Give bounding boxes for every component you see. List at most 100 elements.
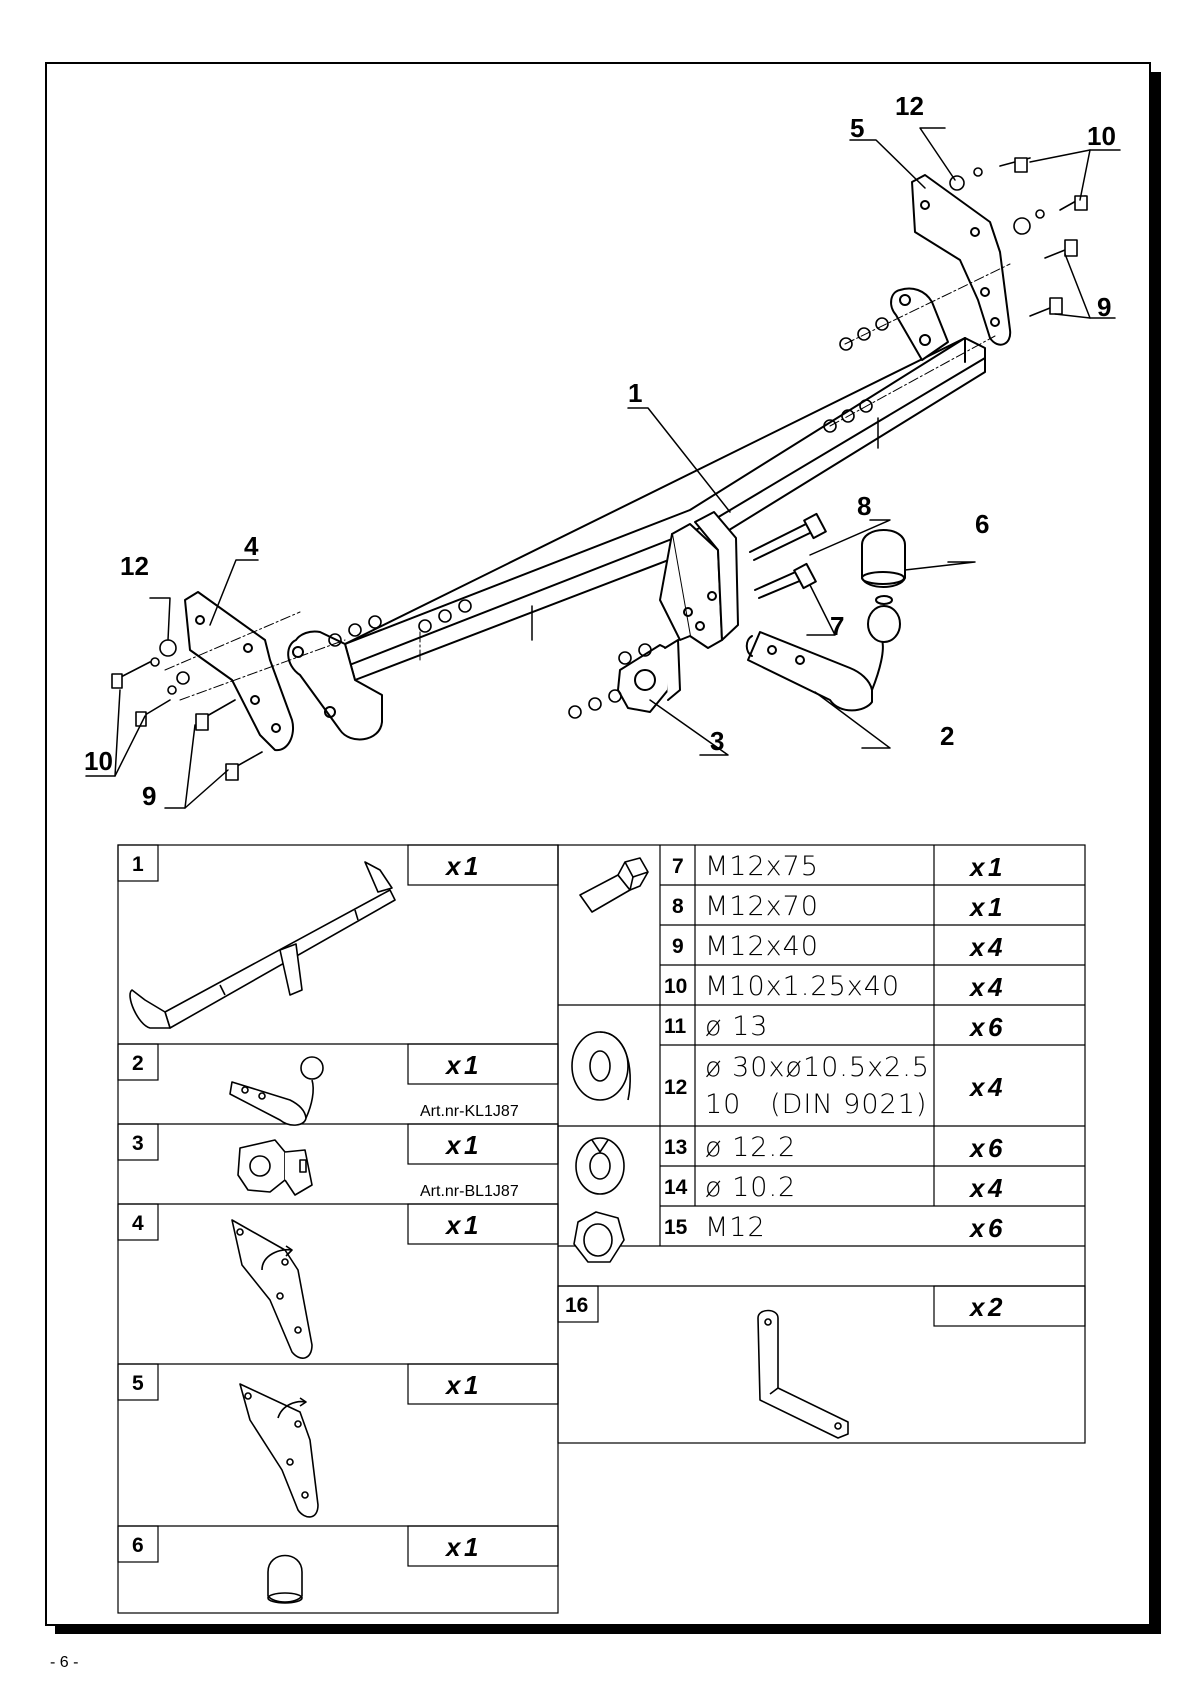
part-16-qty-x: x: [968, 1292, 986, 1322]
part-9-qty-num: 4: [987, 932, 1003, 962]
axis-lines: [164, 263, 1011, 701]
thumb-bracket-left: [231, 1219, 313, 1359]
ball-cover-drawing: [861, 529, 906, 588]
part-7-qty-x: x: [968, 852, 986, 882]
callout-9-right: 9: [1097, 292, 1111, 322]
part-16-num: 16: [565, 1294, 588, 1317]
crossbar-drawing: [287, 287, 986, 741]
page-frame: [45, 62, 1151, 1626]
part-14-num: 14: [664, 1176, 688, 1199]
part-14-qty-x: x: [968, 1173, 986, 1203]
part-3-art: Art.nr-BL1J87: [420, 1183, 519, 1200]
thumb-socket-plate: [237, 1139, 313, 1196]
callout-10-right: 10: [1087, 121, 1116, 151]
part-12-qty-num: 4: [987, 1072, 1003, 1102]
part-2-num: 2: [132, 1052, 144, 1075]
part-15-spec: M12: [705, 1212, 766, 1243]
part-2-qty-x: x: [444, 1050, 462, 1080]
part-10-spec: M10x1.25x40: [705, 971, 900, 1002]
callout-9-left: 9: [142, 781, 156, 811]
part-14-qty-num: 4: [987, 1173, 1003, 1203]
part-12-spec: ø 30xø10.5x2.5: [705, 1052, 930, 1083]
part-12-spec-2: 10 (DIN 9021): [705, 1089, 927, 1120]
part-14-spec: ø 10.2: [705, 1172, 796, 1203]
part-12-num: 12: [664, 1076, 687, 1099]
parts-left-text: 1 x 1 2 x 1 Art.nr-KL1J87 3 x 1 Art.nr-B…: [132, 851, 519, 1562]
part-9-qty-x: x: [968, 932, 986, 962]
parts-thumbnails: [129, 857, 849, 1604]
thumb-split-washer: [575, 1137, 625, 1195]
callout-2: 2: [940, 721, 954, 751]
part-10-qty-num: 4: [987, 972, 1003, 1002]
part-1-qty-x: x: [444, 851, 462, 881]
callout-7: 7: [830, 611, 844, 641]
part-5-qty-num: 1: [464, 1370, 478, 1400]
part-3-qty-x: x: [444, 1130, 462, 1160]
callout-12-left: 12: [120, 551, 149, 581]
callout-5: 5: [850, 113, 864, 143]
part-7-num: 7: [672, 855, 684, 878]
part-13-qty-num: 6: [988, 1133, 1003, 1163]
part-11-qty-num: 6: [988, 1012, 1003, 1042]
part-6-qty-x: x: [444, 1532, 462, 1562]
part-3-num: 3: [132, 1132, 144, 1155]
part-13-num: 13: [664, 1136, 687, 1159]
parts-right-text: 7 M12x75 x 1 8 M12x70 x 1 9 M12x40 x 4 1…: [565, 851, 1003, 1322]
towball-drawing: [745, 595, 901, 712]
thumb-towball: [229, 1056, 324, 1126]
bracket-left-drawing: [184, 591, 294, 752]
thumb-ball-cover: [267, 1554, 303, 1604]
callout-3: 3: [710, 726, 724, 756]
part-10-num: 10: [664, 975, 687, 998]
callout-8: 8: [857, 491, 871, 521]
part-15-num: 15: [664, 1216, 688, 1239]
part-6-num: 6: [132, 1534, 144, 1557]
part-4-qty-x: x: [444, 1210, 462, 1240]
part-16-qty-num: 2: [987, 1292, 1003, 1322]
leader-lines: [85, 127, 1121, 809]
callout-10-left: 10: [84, 746, 113, 776]
part-7-spec: M12x75: [705, 851, 819, 882]
part-2-qty-num: 1: [464, 1050, 478, 1080]
part-9-num: 9: [672, 935, 684, 958]
part-12-qty-x: x: [968, 1072, 986, 1102]
part-1-qty-num: 1: [464, 851, 478, 881]
thumb-l-bracket: [757, 1309, 849, 1439]
frame-shadow-bottom: [55, 1626, 1161, 1634]
socket-plate-drawing: [617, 639, 681, 713]
callout-labels: 1 2 3 4 5 6 7 8 9 9 10 10 12 12: [84, 91, 1116, 811]
bracket-right-drawing: [911, 174, 1012, 346]
callout-6: 6: [975, 509, 989, 539]
part-11-spec: ø 13: [705, 1011, 768, 1042]
part-15-qty-num: 6: [988, 1213, 1003, 1243]
part-13-qty-x: x: [968, 1133, 986, 1163]
part-7-qty-num: 1: [988, 852, 1002, 882]
part-8-qty-x: x: [968, 892, 986, 922]
part-11-num: 11: [664, 1015, 687, 1038]
thumb-nut: [573, 1211, 625, 1263]
part-8-spec: M12x70: [705, 891, 819, 922]
part-2-art: Art.nr-KL1J87: [420, 1103, 519, 1120]
part-15-qty-x: x: [968, 1213, 986, 1243]
thumb-washer: [571, 1031, 631, 1101]
part-9-spec: M12x40: [705, 931, 819, 962]
part-10-qty-x: x: [968, 972, 986, 1002]
part-13-spec: ø 12.2: [705, 1132, 796, 1163]
page-number: - 6 -: [50, 1654, 79, 1671]
part-5-qty-x: x: [444, 1370, 462, 1400]
callout-4: 4: [244, 531, 259, 561]
part-8-qty-num: 1: [988, 892, 1002, 922]
callout-12-right: 12: [895, 91, 924, 121]
thumb-bolt: [579, 857, 649, 913]
part-5-num: 5: [132, 1372, 144, 1395]
frame-shadow-right: [1151, 72, 1161, 1634]
part-1-num: 1: [132, 853, 144, 876]
part-11-qty-x: x: [968, 1012, 986, 1042]
part-4-num: 4: [132, 1212, 144, 1235]
part-8-num: 8: [672, 895, 684, 918]
parts-table-grid: [117, 844, 1086, 1614]
part-4-qty-num: 1: [464, 1210, 478, 1240]
thumb-bracket-right: [239, 1383, 319, 1518]
bolts-7-8-drawing: [749, 512, 827, 599]
